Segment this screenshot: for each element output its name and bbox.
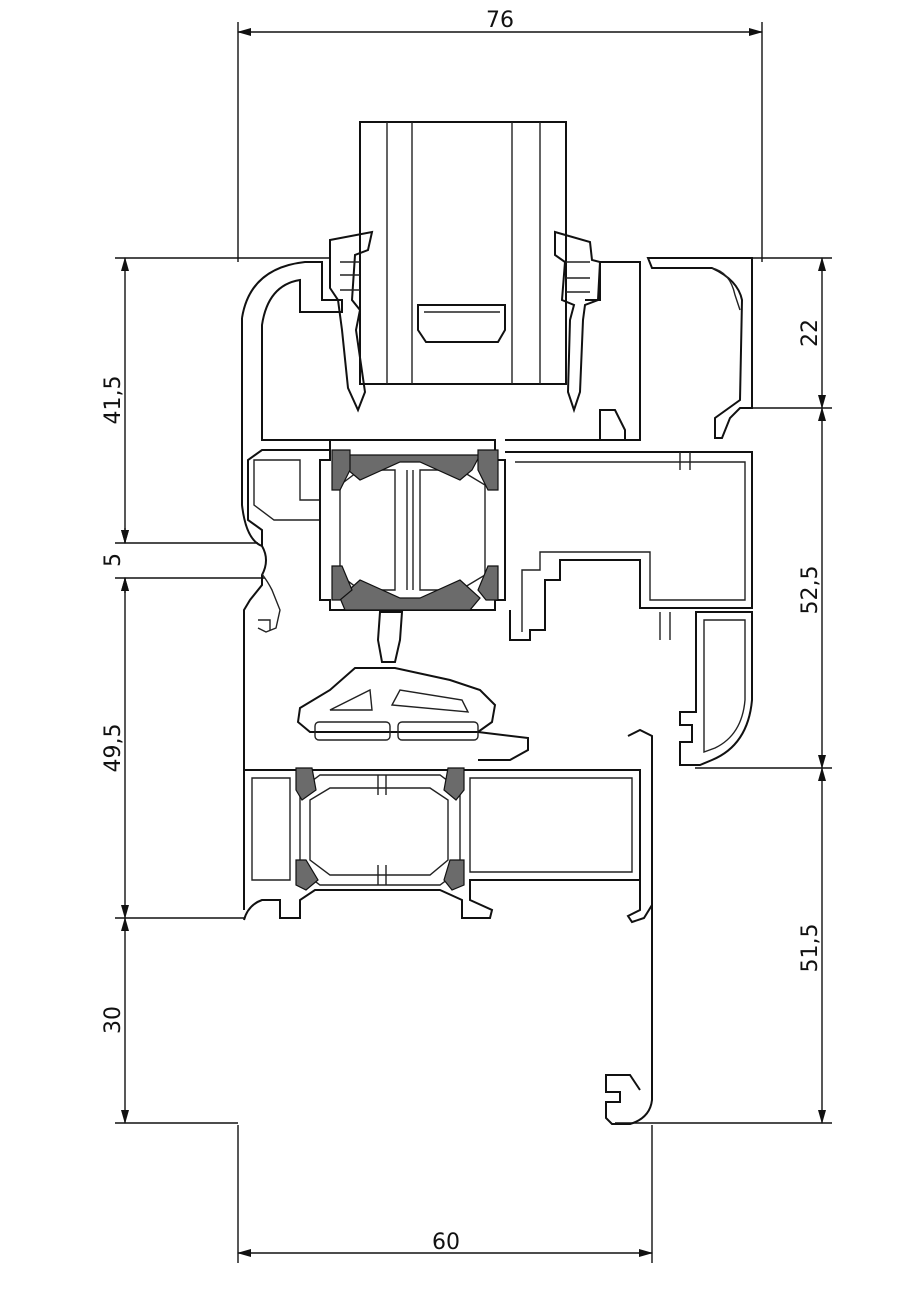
glazing-gasket-left bbox=[329, 230, 374, 413]
dim-label-49-5: 49,5 bbox=[101, 724, 126, 773]
sash-profile bbox=[241, 261, 641, 771]
glazing-unit bbox=[359, 121, 567, 385]
dim-label-30: 30 bbox=[101, 1006, 126, 1034]
lower-gasket-assembly bbox=[296, 667, 653, 1125]
bottom-frame-profile bbox=[243, 767, 653, 924]
dim-label-76: 76 bbox=[486, 8, 514, 33]
dim-label-41-5: 41,5 bbox=[101, 376, 126, 425]
dim-label-5: 5 bbox=[101, 553, 126, 567]
dim-label-51-5: 51,5 bbox=[798, 924, 823, 973]
dim-label-22: 22 bbox=[798, 319, 823, 347]
dimension-left-chain: 41,5 5 49,5 30 bbox=[101, 257, 330, 1124]
dimension-overall-width: 76 bbox=[237, 8, 763, 262]
dimension-right-chain: 22 52,5 51,5 bbox=[615, 257, 832, 1124]
dimension-bottom-width: 60 bbox=[237, 1125, 653, 1263]
glazing-gasket-right bbox=[554, 230, 602, 414]
dim-label-52-5: 52,5 bbox=[798, 566, 823, 615]
dim-label-60: 60 bbox=[432, 1230, 460, 1255]
frame-profile-right bbox=[505, 257, 753, 766]
